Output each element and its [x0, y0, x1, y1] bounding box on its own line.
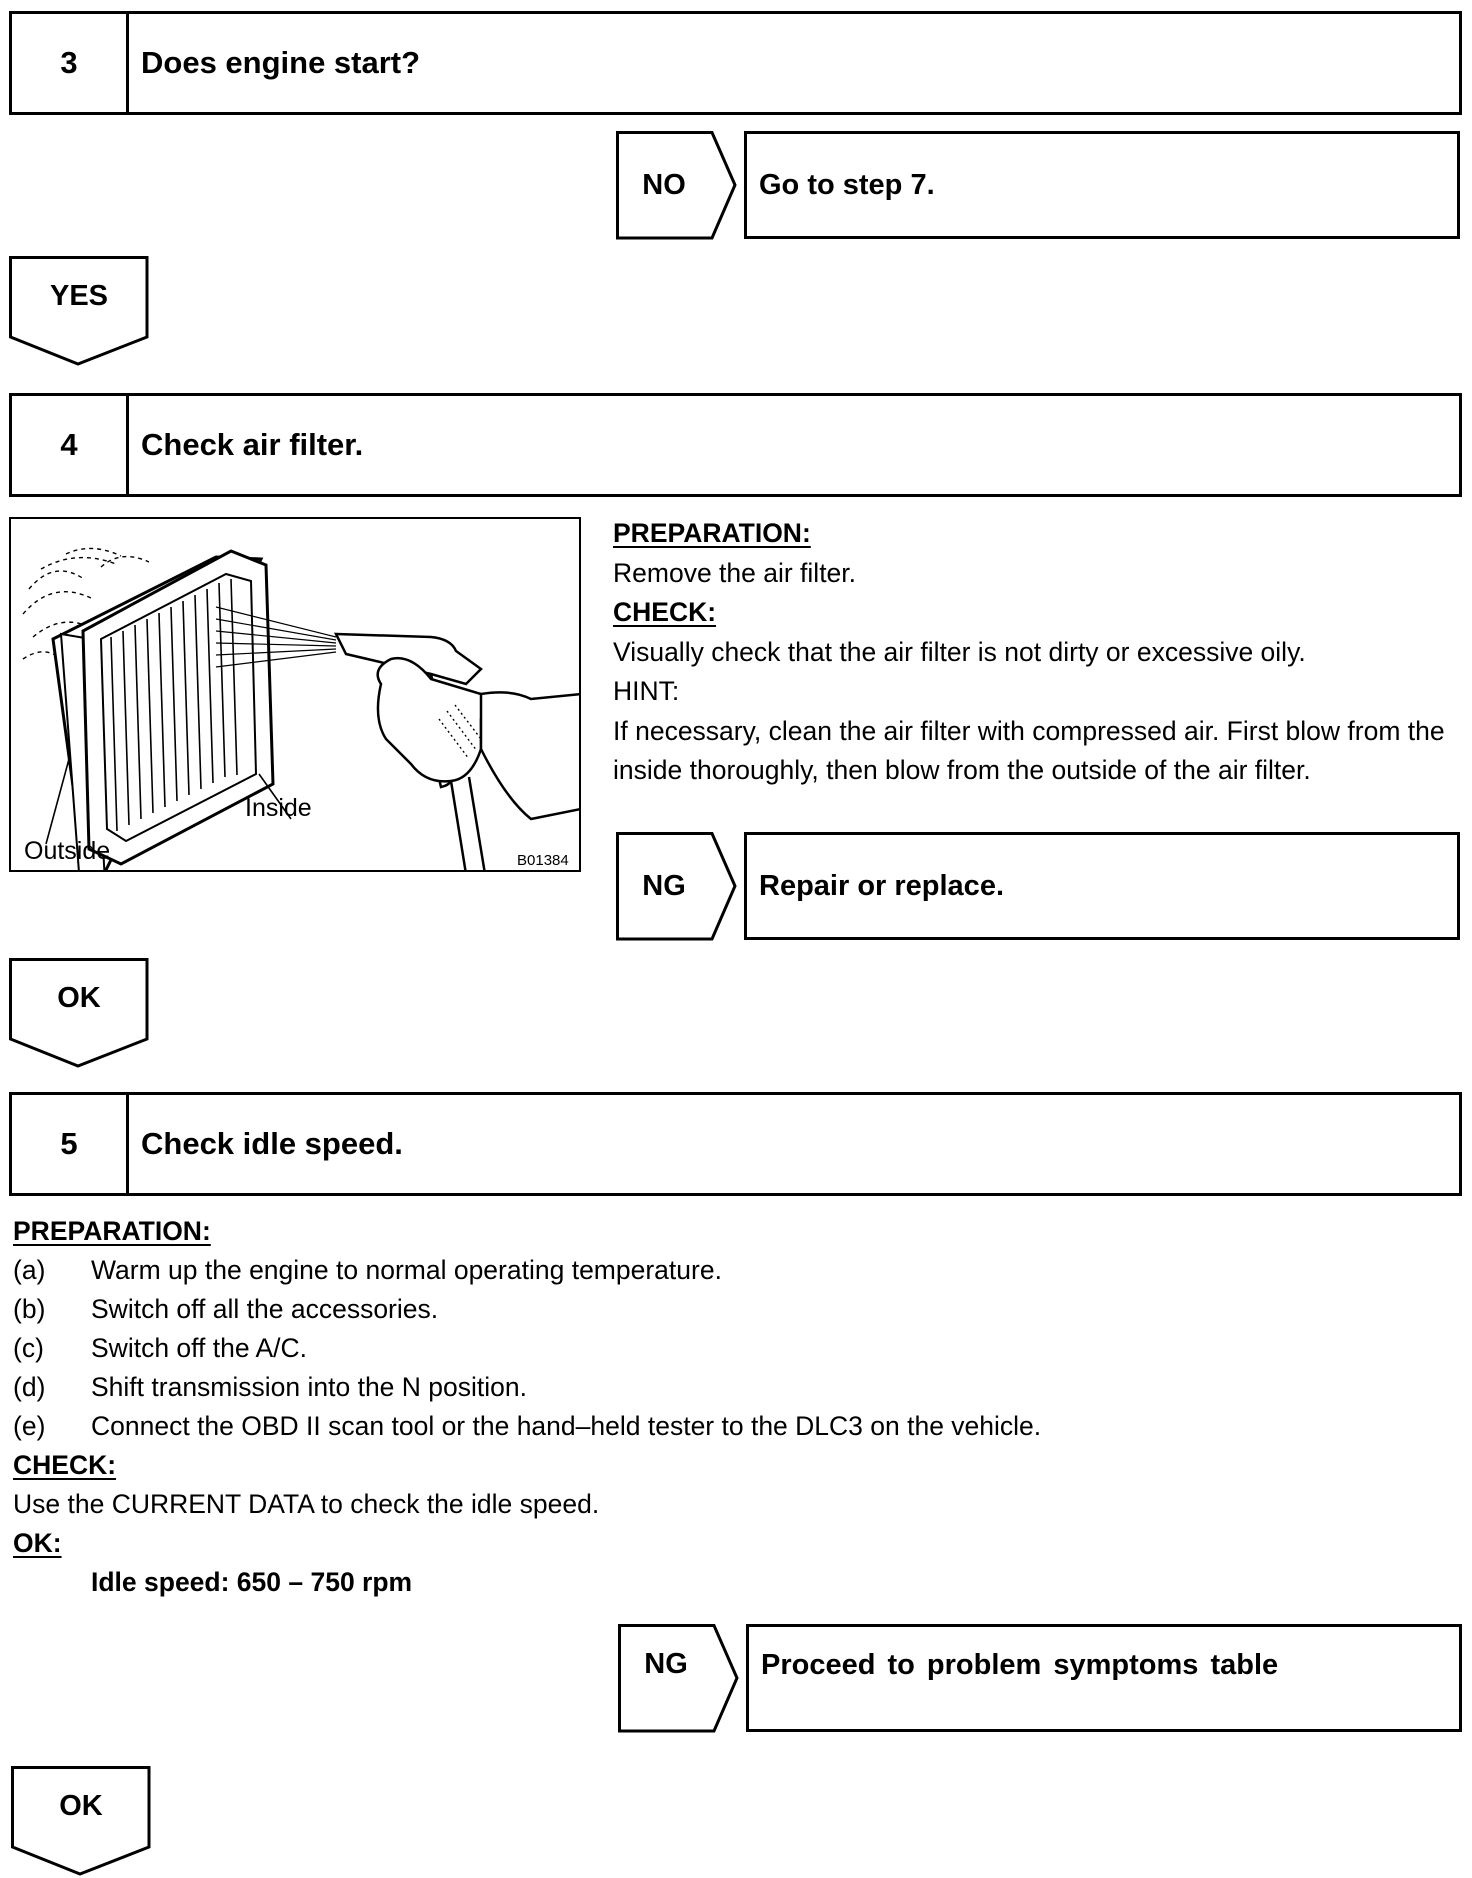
check-text: Use the CURRENT DATA to check the idle s… [13, 1489, 600, 1519]
hint-text: If necessary, clean the air filter with … [613, 715, 1445, 786]
ok-arrow-shape [11, 1766, 151, 1876]
yes-arrow: YES [9, 256, 149, 368]
list-item-key: (d) [13, 1372, 46, 1402]
list-item-text: Connect the OBD II scan tool or the hand… [91, 1411, 1042, 1441]
figure-code: B01384 [517, 852, 569, 869]
ok-arrow: OK [9, 958, 149, 1070]
inside-label: Inside [245, 794, 312, 822]
check-text: Visually check that the air filter is no… [613, 636, 1306, 667]
list-item-text: Switch off all the accessories. [91, 1294, 439, 1324]
list-item-key: (c) [13, 1333, 44, 1363]
check-heading: CHECK: [613, 597, 717, 627]
ok-heading: OK: [13, 1528, 62, 1558]
ng-label: NG [642, 869, 686, 902]
step-4-header: 4 Check air filter. [9, 393, 1462, 497]
step-title: Check air filter. [141, 427, 364, 462]
list-item-key: (b) [13, 1294, 46, 1324]
step-title: Check idle speed. [141, 1126, 403, 1161]
idle-speed-spec: Idle speed: 650 – 750 rpm [91, 1567, 413, 1597]
list-item: (b) Switch off all the accessories. [13, 1290, 1413, 1329]
preparation-heading: PREPARATION: [613, 518, 811, 548]
ng-arrow-tag [616, 832, 737, 941]
list-item: (d) Shift transmission into the N positi… [13, 1368, 1413, 1407]
step-number: 5 [12, 1095, 129, 1193]
ng-arrow-tag [618, 1624, 739, 1733]
list-item: (c) Switch off the A/C. [13, 1329, 1413, 1368]
ok-label: OK [59, 1789, 103, 1822]
step-4-instructions: PREPARATION: Remove the air filter. CHEC… [613, 514, 1465, 791]
air-filter-drawing [22, 547, 579, 870]
list-item: (e) Connect the OBD II scan tool or the … [13, 1407, 1413, 1446]
ok-label: OK [57, 981, 101, 1014]
list-item-key: (e) [13, 1411, 46, 1441]
ok-arrow: OK [11, 1766, 151, 1878]
list-item-text: Warm up the engine to normal operating t… [91, 1255, 722, 1285]
check-heading: CHECK: [13, 1450, 117, 1480]
air-filter-illustration: Inside Outside B01384 [9, 517, 581, 872]
ng-label: NG [644, 1647, 688, 1680]
no-result-box: Go to step 7. [744, 131, 1460, 239]
ng-result-box: Proceed to problem symptoms table [746, 1624, 1462, 1732]
yes-arrow-shape [9, 256, 149, 366]
step-title: Does engine start? [141, 45, 421, 80]
step-5-instructions: PREPARATION: (a) Warm up the engine to n… [13, 1212, 1413, 1602]
no-label: NO [642, 168, 686, 201]
list-item-key: (a) [13, 1255, 46, 1285]
step-number: 4 [12, 396, 129, 494]
list-item-text: Shift transmission into the N position. [91, 1372, 527, 1402]
step-3-header: 3 Does engine start? [9, 11, 1462, 115]
preparation-text: Remove the air filter. [613, 557, 857, 588]
step-number: 3 [12, 14, 129, 112]
list-item-text: Switch off the A/C. [91, 1333, 308, 1363]
yes-label: YES [49, 279, 109, 312]
ng-result-box: Repair or replace. [744, 832, 1460, 940]
hint-heading: HINT: [613, 676, 680, 706]
list-item: (a) Warm up the engine to normal operati… [13, 1251, 1413, 1290]
no-arrow-tag [616, 131, 737, 240]
step-5-header: 5 Check idle speed. [9, 1092, 1462, 1196]
outside-label: Outside [24, 837, 111, 865]
ok-arrow-shape [9, 958, 149, 1068]
preparation-heading: PREPARATION: [13, 1216, 211, 1246]
